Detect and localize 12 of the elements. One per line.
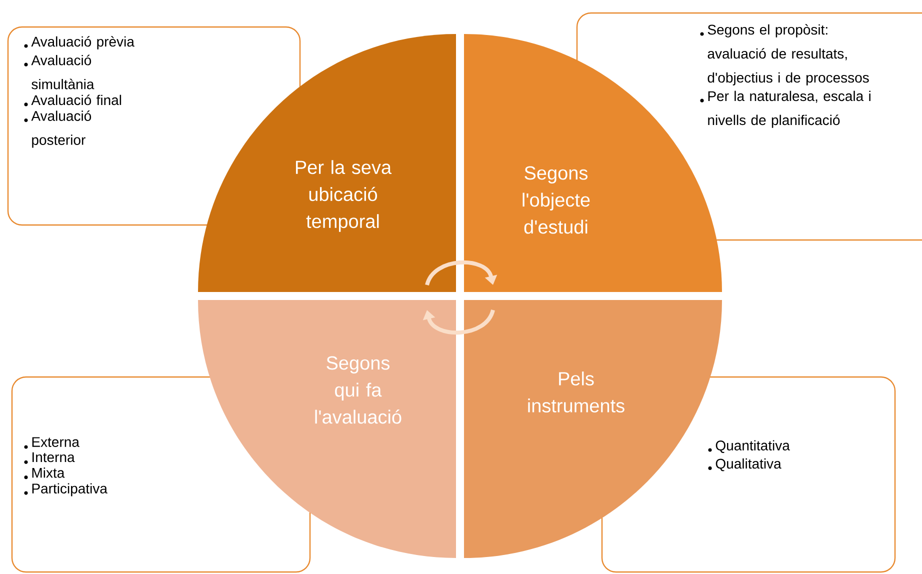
quadrant-sector: Per la seva ubicació temporal	[198, 34, 456, 292]
cycle-arrow	[422, 309, 495, 334]
list-item: Interna	[24, 452, 75, 464]
list-item: Avaluació final	[24, 94, 122, 106]
quadrant-sector: Segons qui fa l'avaluació	[198, 300, 456, 558]
list-item: Avaluació prèvia	[24, 36, 134, 50]
list-item: Avaluació simultània	[24, 54, 94, 90]
list-item: Externa	[24, 437, 80, 449]
list-item: Participativa	[24, 483, 108, 496]
cycle-arrow	[425, 260, 498, 286]
list-item: Mixta	[24, 468, 65, 480]
list-item: Avaluació posterior	[24, 110, 92, 148]
